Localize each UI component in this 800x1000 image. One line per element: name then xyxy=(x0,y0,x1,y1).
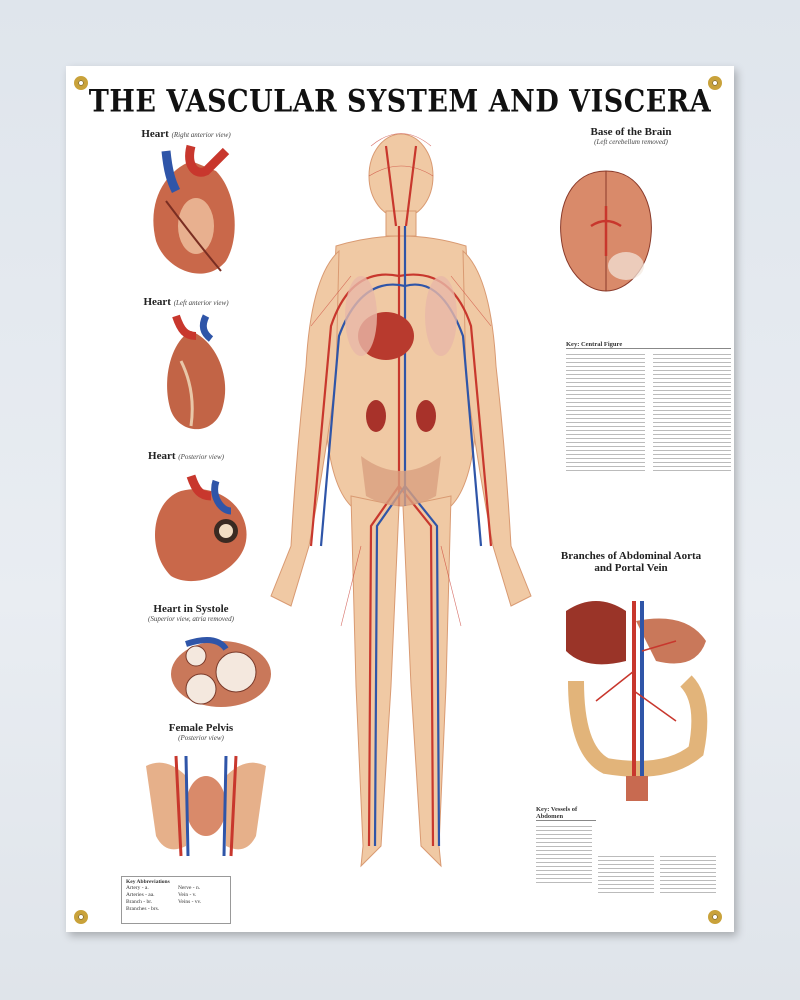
key-central-figure: Key: Central Figure xyxy=(566,341,731,474)
heading-heart-right-anterior: Heart (Right anterior view) xyxy=(141,128,231,140)
abbr-item: Arteries - aa. xyxy=(126,892,155,898)
grommet-icon xyxy=(708,910,722,924)
abbr-item: Branches - brs. xyxy=(126,906,160,912)
abbr-item: Nerve - n. xyxy=(178,885,201,891)
heading-heart-posterior: Heart (Posterior view) xyxy=(148,450,224,462)
female-pelvis-illustration xyxy=(146,755,266,857)
key-abbreviations: Key Abbreviations Artery - a. Nerve - n.… xyxy=(121,876,231,924)
abbr-item: Vein - v. xyxy=(178,892,197,898)
grommet-icon xyxy=(74,910,88,924)
heading-female-pelvis: Female Pelvis(Posterior view) xyxy=(168,722,234,742)
heading-abdominal-aorta: Branches of Abdominal Aorta and Portal V… xyxy=(560,550,702,574)
base-of-brain-illustration xyxy=(560,170,652,292)
abbr-item: Veins - vv. xyxy=(178,899,202,905)
grommet-icon xyxy=(708,76,722,90)
key-abdomen-title: Key: Vessels of Abdomen xyxy=(536,806,596,821)
heading-heart-systole: Heart in Systole(Superior view, atria re… xyxy=(148,603,234,623)
heading-base-of-brain: Base of the Brain(Left cerebellum remove… xyxy=(590,126,672,146)
heading-heart-left-anterior: Heart (Left anterior view) xyxy=(143,296,229,308)
abbr-item: Branch - br. xyxy=(126,899,153,905)
heart-left-anterior-illustration xyxy=(167,314,226,430)
key-vessels-of-abdomen: Key: Vessels of Abdomen xyxy=(536,806,716,896)
poster-title: THE VASCULAR SYSTEM AND VISCERA xyxy=(88,83,712,120)
grommet-icon xyxy=(74,76,88,90)
abbr-item: Artery - a. xyxy=(126,885,149,891)
key-abbreviations-title: Key Abbreviations xyxy=(126,879,170,885)
heart-systole-illustration xyxy=(171,637,271,707)
heart-right-anterior-illustration xyxy=(153,144,235,274)
abdominal-aorta-portal-vein-illustration xyxy=(566,601,708,801)
central-figure-vascular-illustration xyxy=(270,133,532,868)
poster: THE VASCULAR SYSTEM AND VISCERA Heart (R… xyxy=(66,66,734,932)
key-central-title: Key: Central Figure xyxy=(566,341,731,349)
heart-posterior-illustration xyxy=(154,474,247,582)
